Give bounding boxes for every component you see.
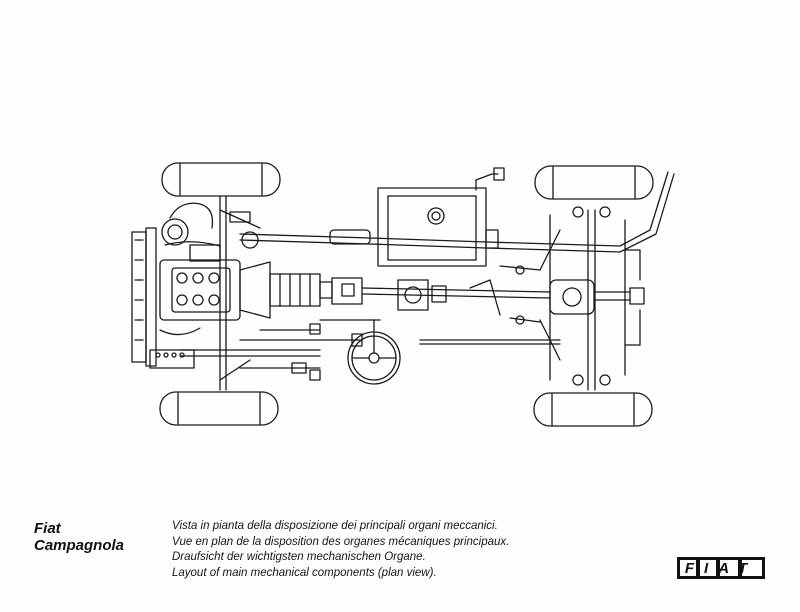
front-suspension: [179, 195, 381, 391]
title-brand: Fiat: [34, 520, 61, 537]
caption-english: Layout of main mechanical components (pl…: [172, 566, 437, 579]
title-model: Campagnola: [34, 537, 125, 554]
driveshaft: [361, 279, 551, 316]
rear-right-wheel: [533, 392, 653, 427]
document-title: Fiat Campagnola: [34, 520, 164, 554]
gearbox: [239, 261, 363, 319]
front-right-wheel: [159, 391, 279, 426]
front-left-wheel: [161, 162, 281, 197]
caption-italian: Vista in pianta della disposizione dei p…: [172, 520, 498, 532]
chassis-illustration-icon: [131, 162, 675, 427]
engine: [149, 202, 241, 369]
caption-french: Vue en plan de la disposition des organe…: [172, 535, 510, 548]
chassis-plan-drawing: [120, 150, 690, 440]
exhaust-pipe: [239, 171, 675, 253]
steering-wheel: [347, 319, 401, 385]
caption-german: Draufsicht der wichtigsten mechanischen …: [172, 551, 426, 564]
caption-block: Vista in pianta della disposizione dei p…: [172, 519, 592, 581]
logo-text: FIAT: [685, 560, 757, 577]
brake-lines: [419, 229, 561, 361]
radiator: [131, 227, 157, 367]
rear-left-wheel: [534, 165, 654, 200]
rear-differential: [549, 206, 645, 391]
fuel-tank: [377, 167, 505, 267]
fiat-logo-icon: FIAT: [677, 557, 765, 579]
fiat-logo: FIAT: [677, 557, 765, 579]
